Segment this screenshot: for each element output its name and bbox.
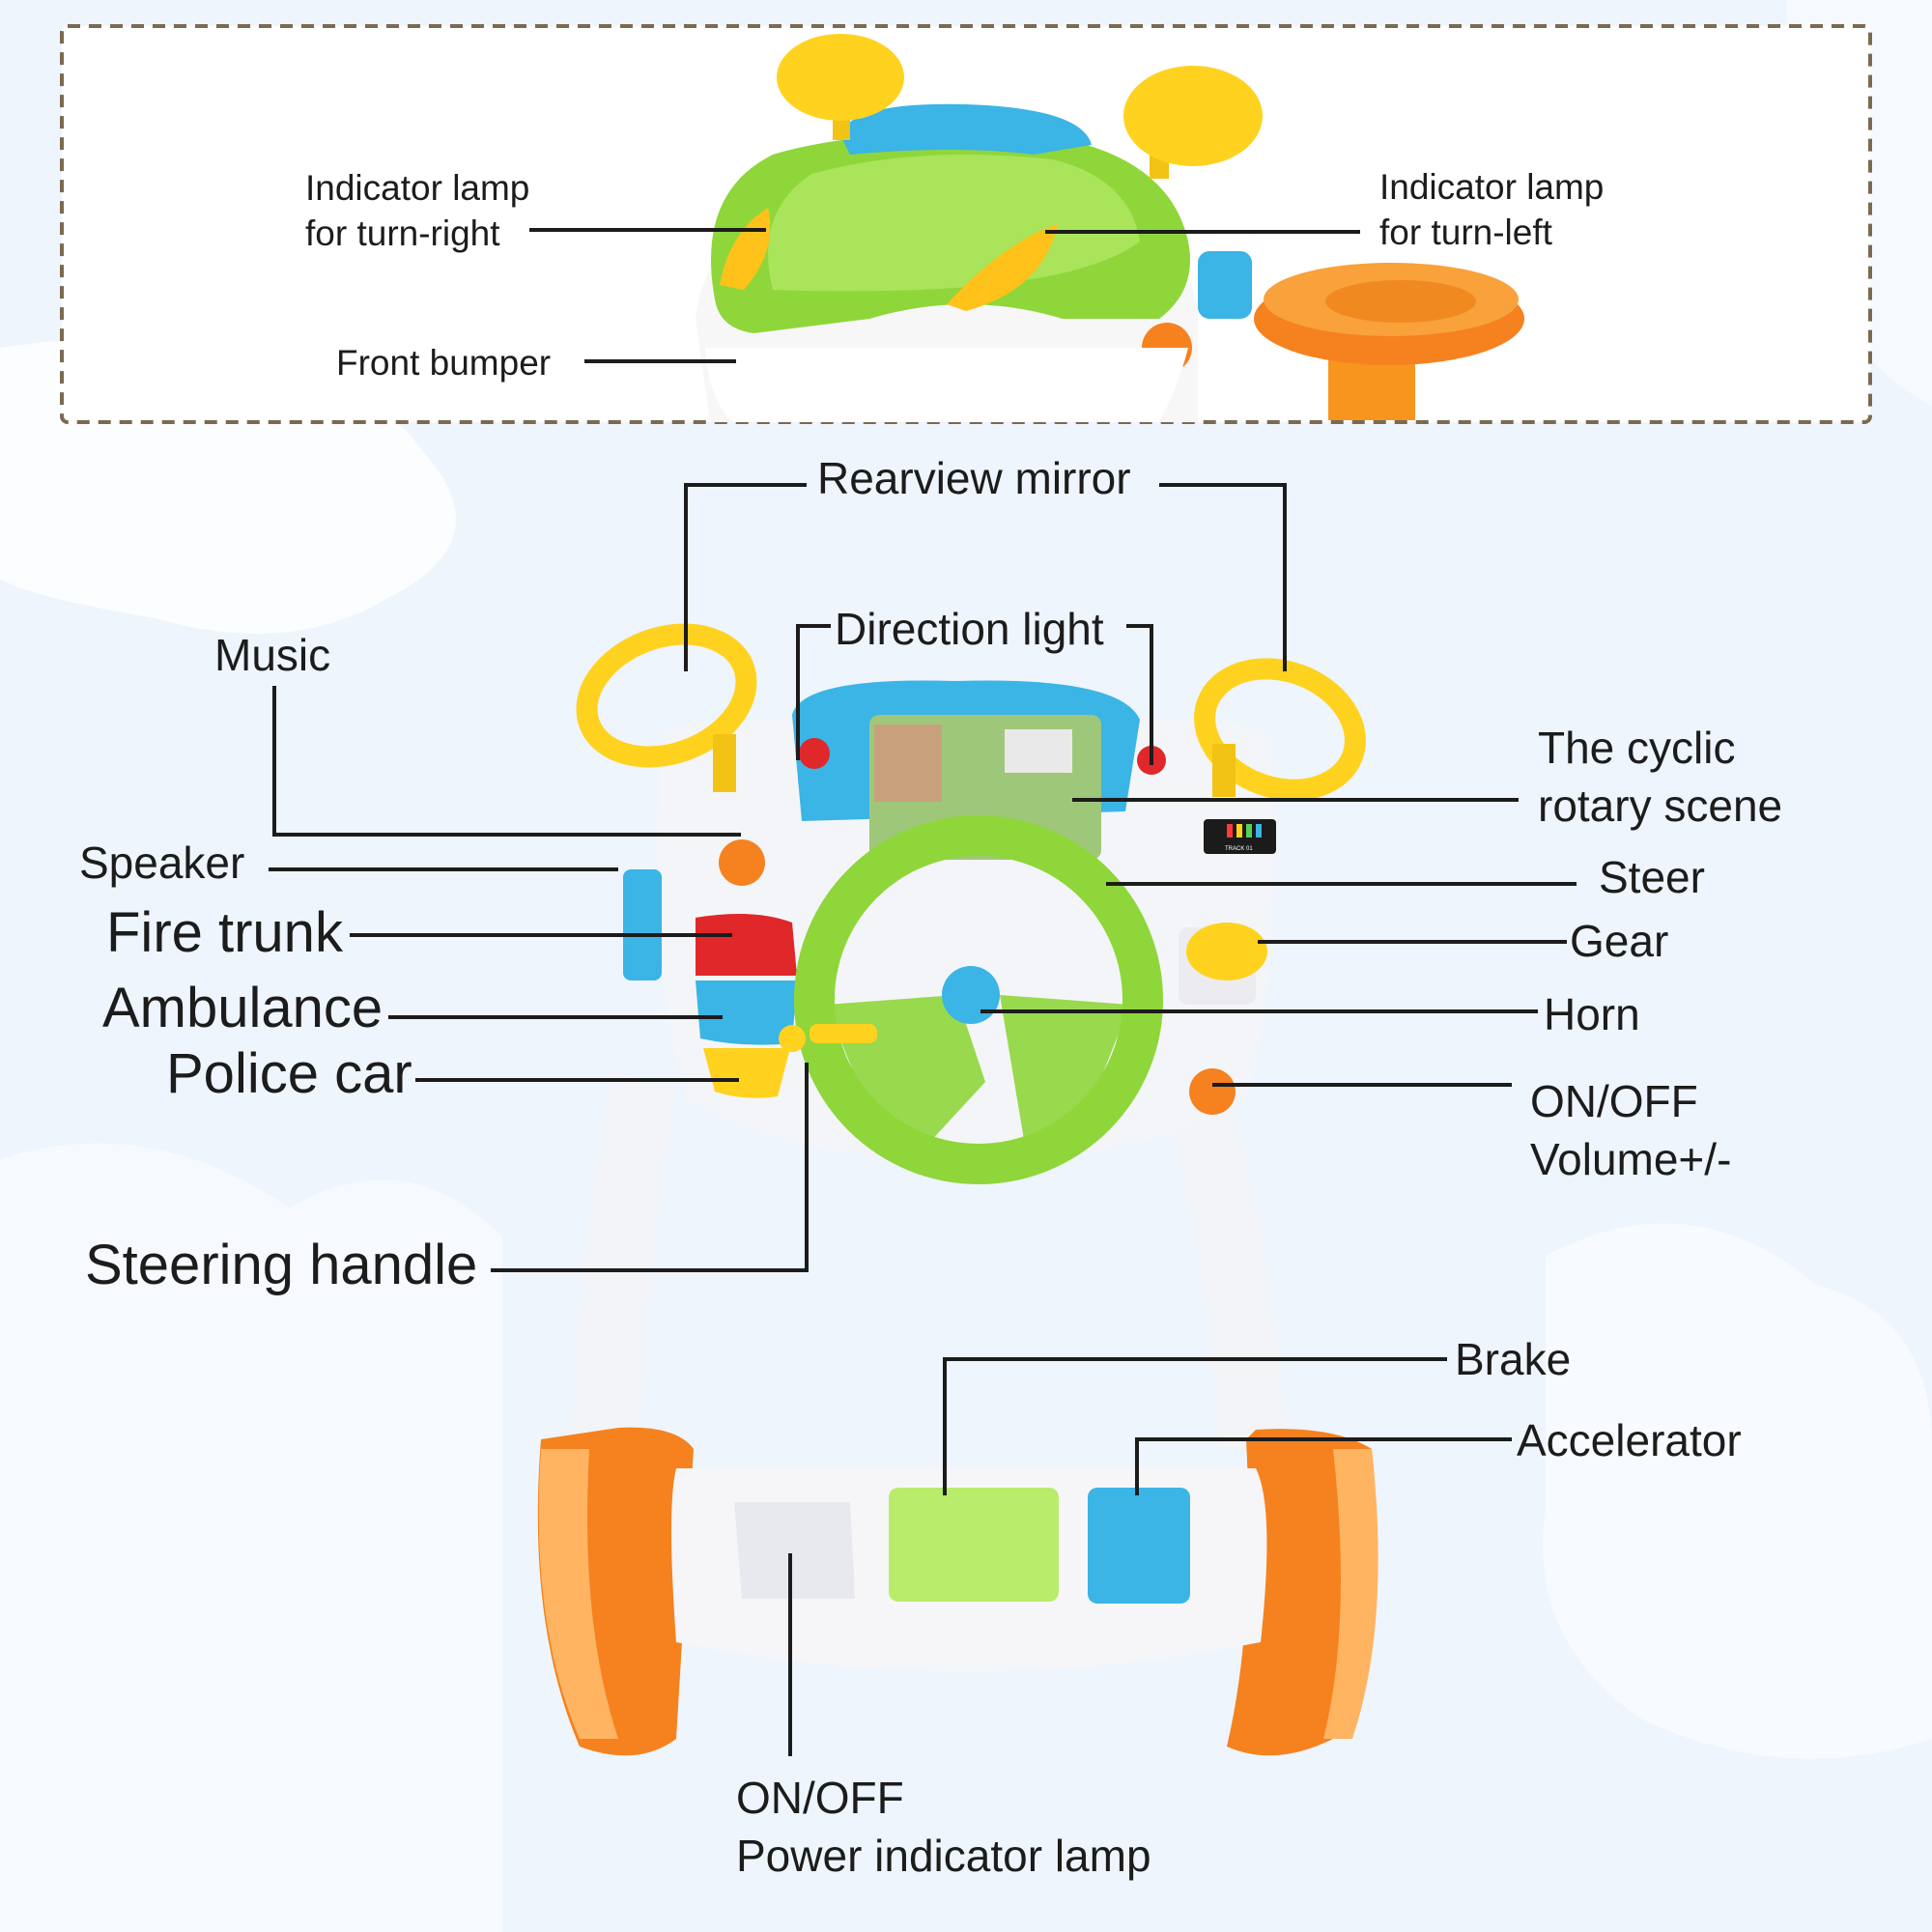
label-direction-light: Direction light bbox=[835, 604, 1104, 654]
label-on-off-volume: ON/OFF Volume+/- bbox=[1530, 1076, 1732, 1184]
steering-handle bbox=[779, 1025, 806, 1052]
label-indicator-turn-right: Indicator lamp for turn-right bbox=[305, 168, 530, 253]
label-gear: Gear bbox=[1570, 916, 1669, 966]
horn-button bbox=[942, 966, 1000, 1024]
steering-wheel bbox=[794, 815, 1163, 1184]
label-speaker: Speaker bbox=[79, 838, 245, 888]
right-rearview-mirror bbox=[1194, 658, 1366, 801]
accelerator-pedal bbox=[1088, 1488, 1190, 1604]
label-steer: Steer bbox=[1599, 852, 1705, 902]
label-ambulance: Ambulance bbox=[102, 977, 384, 1039]
label-rearview-mirror: Rearview mirror bbox=[817, 453, 1131, 503]
label-brake: Brake bbox=[1455, 1334, 1572, 1384]
label-accelerator: Accelerator bbox=[1517, 1415, 1742, 1465]
label-fire-trunk: Fire trunk bbox=[106, 901, 343, 964]
indicator-lamp-turn-left bbox=[947, 224, 1058, 311]
gear-lever bbox=[1186, 923, 1267, 980]
label-steering-handle: Steering handle bbox=[85, 1234, 478, 1296]
walker-toy: TRACK 01 bbox=[537, 623, 1378, 1756]
label-police-car: Police car bbox=[166, 1042, 412, 1105]
label-music: Music bbox=[214, 630, 331, 680]
ambulance-button bbox=[696, 980, 797, 1045]
speaker bbox=[623, 869, 662, 980]
fire-truck-button bbox=[696, 914, 797, 976]
label-cyclic-rotary-scene: The cyclic rotary scene bbox=[1538, 723, 1783, 831]
volume-knob bbox=[1189, 1068, 1236, 1115]
track-display-text: TRACK 01 bbox=[1225, 846, 1253, 852]
direction-light-left bbox=[799, 738, 830, 769]
police-car-button bbox=[703, 1048, 790, 1098]
label-on-off-power: ON/OFF Power indicator lamp bbox=[736, 1773, 1151, 1881]
brake-pedal bbox=[889, 1488, 1059, 1602]
inset-toy-front-view bbox=[696, 34, 1524, 422]
left-rearview-mirror bbox=[576, 623, 757, 768]
leader-lines bbox=[269, 228, 1577, 1756]
music-button bbox=[719, 839, 765, 886]
label-indicator-turn-left: Indicator lamp for turn-left bbox=[1379, 167, 1605, 252]
label-front-bumper: Front bumper bbox=[336, 343, 552, 383]
label-horn: Horn bbox=[1544, 989, 1640, 1039]
